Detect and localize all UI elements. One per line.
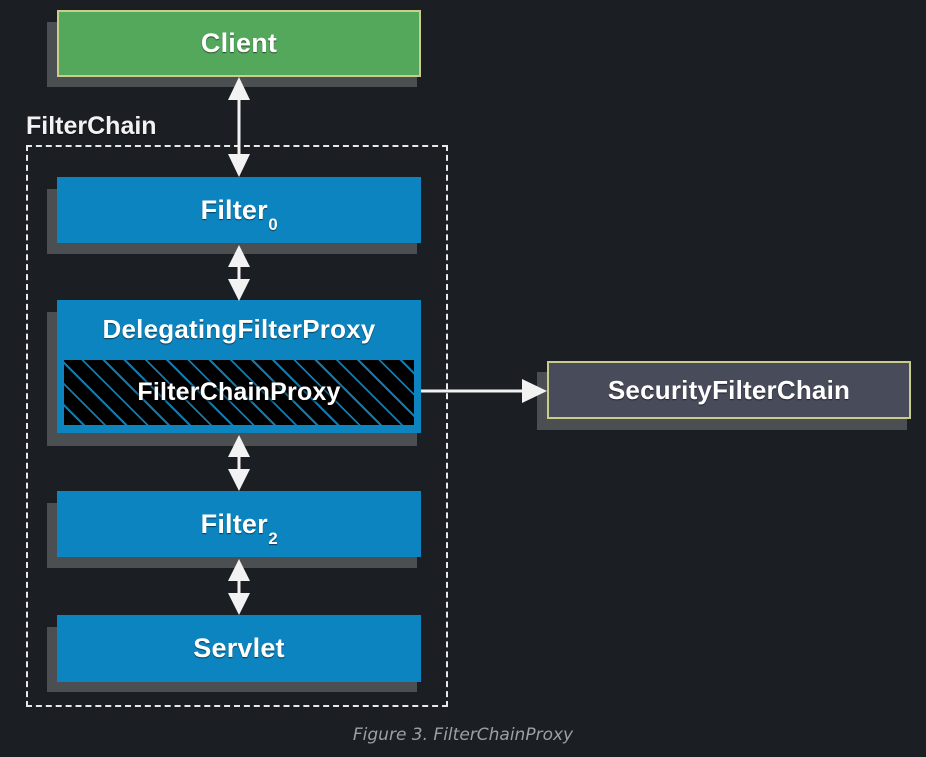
connector-filter-chain-proxy-to-security-filter-chain xyxy=(421,379,547,403)
node-security-filter-chain[interactable]: SecurityFilterChain xyxy=(547,361,911,419)
node-client[interactable]: Client xyxy=(57,10,421,77)
node-servlet-label: Servlet xyxy=(193,633,285,663)
figure-caption: Figure 3. FilterChainProxy xyxy=(352,725,574,745)
node-client-label: Client xyxy=(200,28,278,58)
filterchain-container-label: FilterChain xyxy=(26,112,157,140)
connector-client-to-filter-0 xyxy=(228,77,250,177)
node-filter-0-label: Filter0 xyxy=(200,194,278,235)
filterchain-container-box xyxy=(26,145,448,707)
node-filter-2-label: Filter2 xyxy=(200,508,278,549)
node-delegating-filter-proxy[interactable]: DelegatingFilterProxy FilterChainProxy xyxy=(57,300,421,433)
node-filter-0-subscript: 0 xyxy=(268,215,278,235)
node-filter-2[interactable]: Filter2 xyxy=(57,491,421,557)
node-delegating-filter-proxy-label: DelegatingFilterProxy xyxy=(102,313,376,344)
node-filter-chain-proxy-label: FilterChainProxy xyxy=(137,378,341,406)
node-filter-chain-proxy[interactable]: FilterChainProxy xyxy=(64,360,414,425)
connector-delegating-filter-proxy-to-filter-2 xyxy=(228,435,250,491)
node-filter-2-subscript: 2 xyxy=(268,529,278,549)
connector-filter-2-to-servlet xyxy=(228,559,250,615)
node-filter-0[interactable]: Filter0 xyxy=(57,177,421,243)
node-security-filter-chain-label: SecurityFilterChain xyxy=(607,374,851,405)
node-servlet[interactable]: Servlet xyxy=(57,615,421,682)
connector-filter-0-to-delegating-filter-proxy xyxy=(228,245,250,301)
